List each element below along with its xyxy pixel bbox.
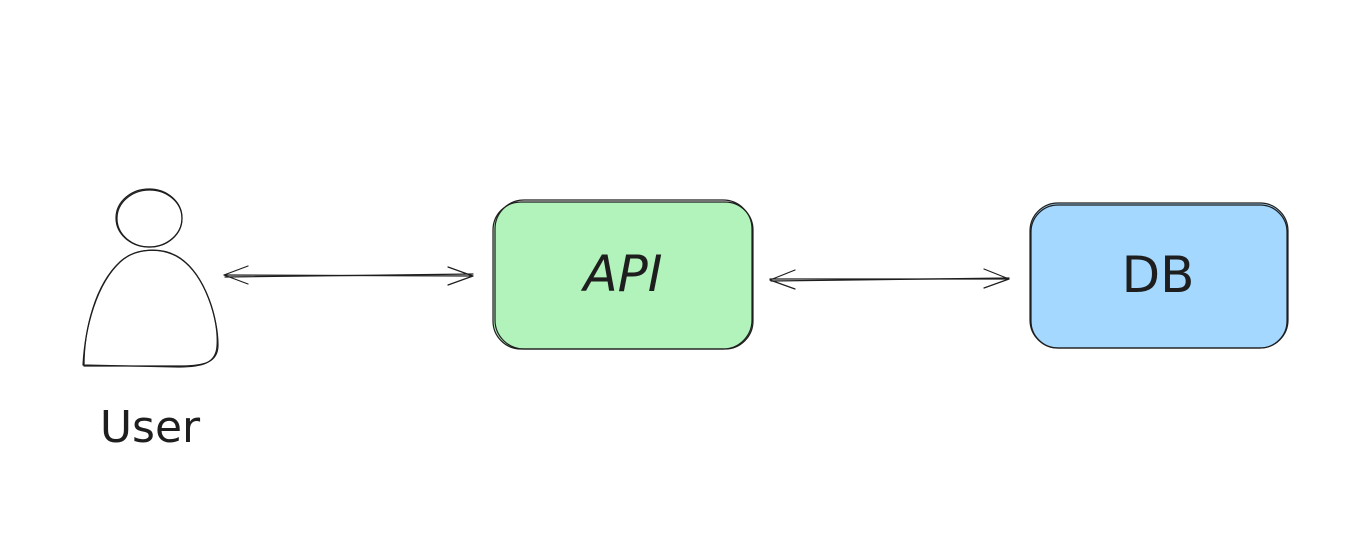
api-label: API	[580, 245, 662, 303]
arrow-user-api[interactable]	[223, 265, 474, 286]
db-node[interactable]: DB	[1029, 202, 1289, 349]
db-box	[1030, 203, 1288, 348]
api-node[interactable]: API	[492, 199, 754, 350]
user-actor[interactable]: User	[82, 188, 219, 453]
person-icon	[82, 188, 219, 368]
user-label: User	[100, 402, 201, 453]
arrow-api-db[interactable]	[769, 268, 1010, 290]
db-label: DB	[1122, 246, 1195, 304]
api-box	[493, 202, 753, 349]
